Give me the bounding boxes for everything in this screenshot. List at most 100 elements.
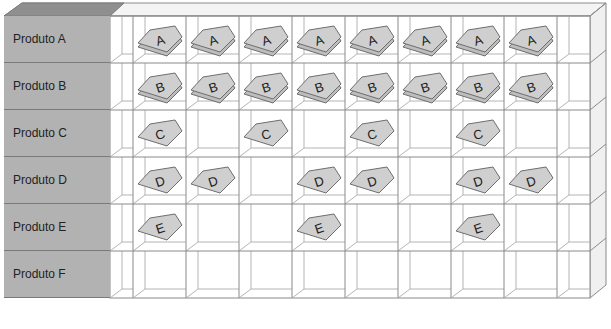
panel-top: [4, 3, 124, 16]
cubby-back: [198, 110, 239, 148]
tag-letter: D: [186, 159, 239, 202]
product-row-label: Produto A: [4, 16, 110, 63]
cubby-depth: [557, 101, 569, 110]
cubby-back: [122, 204, 133, 242]
cubby-depth: [186, 148, 198, 157]
cubby-back: [198, 251, 239, 289]
cubby-back: [569, 63, 590, 101]
shelf-board: [110, 16, 590, 17]
tag-letter: C: [451, 112, 504, 155]
cubby-depth: [133, 195, 145, 204]
cubby-depth: [239, 54, 251, 63]
tag-letter: C: [239, 112, 292, 155]
cubby-grid: [110, 3, 606, 298]
cubby-back: [251, 157, 292, 195]
cubby-depth: [186, 195, 198, 204]
cubby-back: [122, 251, 133, 289]
cubby-divider: [398, 16, 399, 298]
cubby-depth: [186, 242, 198, 251]
product-row-label: Produto E: [4, 204, 110, 251]
product-tag: D: [296, 166, 342, 196]
cubby-back: [569, 110, 590, 148]
cubby-depth: [451, 54, 463, 63]
row-label-text: Produto B: [4, 79, 66, 93]
product-row-label: Produto B: [4, 63, 110, 110]
cubby-depth: [557, 195, 569, 204]
tag-letter: A: [186, 18, 239, 61]
cubby-depth: [186, 101, 198, 110]
cubby-divider: [292, 16, 293, 298]
product-tag: B: [190, 72, 236, 102]
cubby-depth: [239, 101, 251, 110]
row-label-text: Produto F: [4, 267, 66, 281]
cubby-depth: [557, 148, 569, 157]
cubby-divider: [345, 16, 346, 298]
cubby-depth: [557, 54, 569, 63]
tag-letter: B: [239, 65, 292, 108]
shelf-board-side: [590, 191, 606, 204]
product-tag: B: [508, 72, 554, 102]
tag-letter: A: [451, 18, 504, 61]
cubby-back: [410, 110, 451, 148]
cubby-divider: [239, 16, 240, 298]
cubby-depth: [504, 195, 516, 204]
cubby-depth: [504, 242, 516, 251]
cubby-depth: [110, 289, 122, 298]
cubby-depth: [292, 101, 304, 110]
tag-letter: B: [345, 65, 398, 108]
product-tag: B: [137, 72, 183, 102]
shelf-front: [110, 16, 590, 298]
cubby-depth: [133, 242, 145, 251]
product-tag: A: [296, 25, 342, 55]
product-tag: D: [190, 166, 236, 196]
tag-letter: D: [451, 159, 504, 202]
cubby-depth: [504, 54, 516, 63]
product-tag: B: [402, 72, 448, 102]
cubby-back: [357, 204, 398, 242]
row-label-text: Produto A: [4, 32, 66, 46]
cubby-back: [516, 110, 557, 148]
cubby-back: [122, 110, 133, 148]
cubby-depth: [398, 195, 410, 204]
product-tag: B: [296, 72, 342, 102]
cubby-back: [410, 204, 451, 242]
shelf-top: [4, 3, 606, 16]
cubby-depth: [345, 54, 357, 63]
cubby-depth: [110, 242, 122, 251]
cubby-depth: [398, 242, 410, 251]
tag-letter: A: [133, 18, 186, 61]
cubby-depth: [451, 289, 463, 298]
cubby-back: [410, 251, 451, 289]
cubby-depth: [110, 195, 122, 204]
shelf-board: [110, 157, 590, 158]
cubby-depth: [239, 289, 251, 298]
cubby-depth: [398, 54, 410, 63]
cubby-depth: [292, 242, 304, 251]
product-tag: C: [137, 119, 183, 149]
product-tag: E: [296, 213, 342, 243]
row-label-text: Produto E: [4, 220, 66, 234]
product-tag: C: [349, 119, 395, 149]
cubby-back: [569, 16, 590, 54]
cubby-depth: [345, 195, 357, 204]
tag-letter: D: [504, 159, 557, 202]
cubby-back: [122, 63, 133, 101]
cubby-depth: [110, 54, 122, 63]
product-row-label: Produto F: [4, 251, 110, 298]
shelf-board: [110, 204, 590, 205]
row-label-text: Produto D: [4, 173, 67, 187]
product-row-label: Produto C: [4, 110, 110, 157]
product-tag: D: [508, 166, 554, 196]
product-tag: C: [243, 119, 289, 149]
product-tag: D: [349, 166, 395, 196]
cubby-depth: [133, 289, 145, 298]
product-tag: B: [349, 72, 395, 102]
cubby-back: [145, 251, 186, 289]
cubby-depth: [239, 242, 251, 251]
cubby-depth: [292, 195, 304, 204]
product-tag: D: [455, 166, 501, 196]
cubby-depth: [451, 242, 463, 251]
cubby-back: [357, 251, 398, 289]
cubby-depth: [133, 101, 145, 110]
cubby-depth: [398, 148, 410, 157]
